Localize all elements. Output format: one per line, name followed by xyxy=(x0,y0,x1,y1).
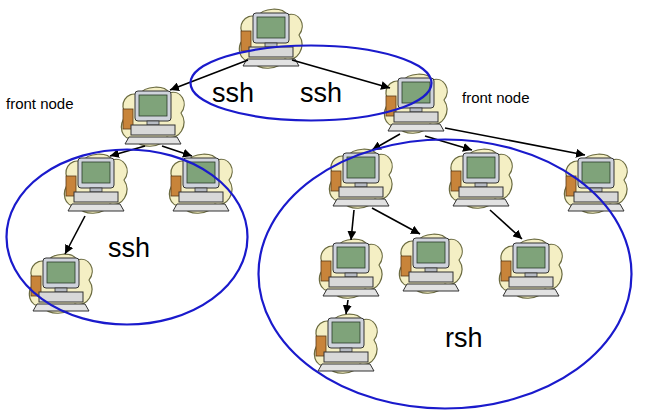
arrow xyxy=(425,136,472,150)
computer-icon xyxy=(449,149,512,208)
protocol-label: ssh xyxy=(300,80,342,107)
rsh-region: rsh xyxy=(257,138,633,410)
front-node: front node xyxy=(118,86,188,150)
protocol-label: rsh xyxy=(445,325,483,352)
computer-icon xyxy=(29,254,92,313)
arrow xyxy=(65,216,85,254)
computer-icon xyxy=(329,149,392,208)
computer-icon xyxy=(399,234,462,293)
region-ellipse xyxy=(259,140,632,409)
region-outline xyxy=(257,138,633,410)
front-node: front node xyxy=(380,72,450,136)
region-ellipse xyxy=(191,46,432,121)
computer-icon xyxy=(121,87,184,146)
node-label: front node xyxy=(6,96,74,111)
region-ellipse xyxy=(7,150,248,325)
computer-icon xyxy=(64,154,127,213)
arrow xyxy=(351,210,354,240)
arrow xyxy=(372,208,420,234)
computer-icon xyxy=(564,154,627,213)
computer-icon xyxy=(314,314,377,373)
arrow xyxy=(372,134,400,150)
ssh-region: ssh xyxy=(5,148,249,326)
computer-icon xyxy=(499,239,562,298)
connection-arrows xyxy=(65,60,585,314)
computer-icon xyxy=(384,74,447,133)
protocol-label: ssh xyxy=(108,235,150,262)
ssh-region: ssh ssh xyxy=(189,44,433,122)
arrow xyxy=(490,210,522,239)
arrow xyxy=(346,300,348,314)
computer-icon xyxy=(319,239,382,298)
computer-icons xyxy=(29,9,627,373)
arrow xyxy=(445,128,585,155)
node-label: front node xyxy=(462,90,530,105)
protocol-label: ssh xyxy=(212,80,254,107)
